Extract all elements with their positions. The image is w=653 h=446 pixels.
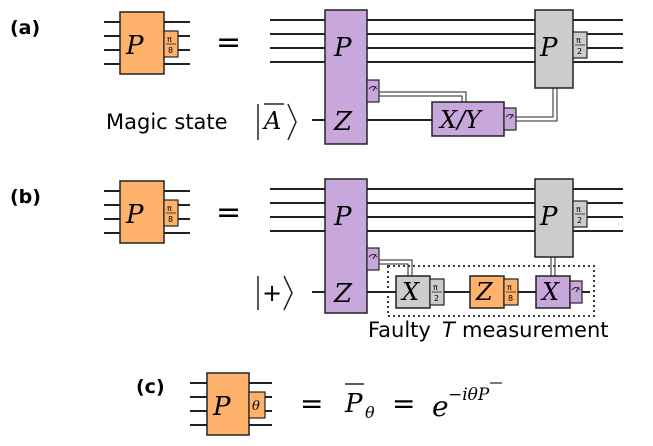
pi8-num: π <box>167 35 172 44</box>
p-label-purple-b: P <box>333 202 352 232</box>
p-label: P <box>212 392 231 422</box>
rhs-circuit-a: P Z X/Y P π 2 <box>270 9 623 145</box>
lhs-rotation-a: P π 8 <box>104 11 190 75</box>
p-label-purple-a: P <box>333 33 352 63</box>
rhs-circuit-b: P Z X π 2 Z π 8 X P <box>270 178 623 317</box>
p-pi2-correction-a <box>534 9 574 89</box>
magic-state-text: Magic state <box>106 110 228 134</box>
magic-state-ket: A <box>257 103 297 141</box>
p-label: P <box>125 31 144 61</box>
panel-b-label: (b) <box>10 186 41 208</box>
x-label-purple: X <box>540 278 560 306</box>
a-bar-label: A <box>262 107 281 135</box>
faulty-caption-prefix: Faulty <box>368 318 431 342</box>
exponential: e −iθP <box>432 382 502 423</box>
equals-sign-a: = <box>216 25 241 60</box>
panel-a-label: (a) <box>10 17 40 39</box>
pz-measurement-block-b <box>324 178 368 314</box>
pi2-den: 2 <box>577 47 582 56</box>
p-label-gray-a: P <box>539 33 558 63</box>
pbar-sub: θ <box>365 403 375 422</box>
pi8-num: π <box>167 204 172 213</box>
p-label-gray-b: P <box>539 202 558 232</box>
pi8-den: 8 <box>508 294 513 303</box>
z-label-orange: Z <box>475 278 494 306</box>
x-label-gray: X <box>400 278 420 306</box>
equals-sign-c2: = <box>392 387 415 420</box>
equals-sign-b: = <box>216 195 241 230</box>
pi2-den: 2 <box>577 216 582 225</box>
exp-power: −iθP <box>448 385 490 405</box>
theta-label: θ <box>252 399 260 414</box>
p-label: P <box>125 200 144 230</box>
lhs-rotation-b: P π 8 <box>104 180 190 244</box>
plus-state-ket: + <box>257 275 293 311</box>
pz-measurement-block-a <box>324 9 368 145</box>
faulty-caption-suffix: measurement <box>462 318 609 342</box>
pbar-theta: P θ <box>344 383 375 422</box>
faulty-t-measurement-box <box>387 265 595 317</box>
pi8-den: 8 <box>168 46 173 55</box>
plus-label: + <box>262 279 282 307</box>
pi8-num: π <box>507 283 512 292</box>
pi2-den: 2 <box>434 294 439 303</box>
z-label-a: Z <box>333 107 353 137</box>
xy-label: X/Y <box>438 106 483 134</box>
z-label-b: Z <box>333 279 353 309</box>
pi2-num: π <box>576 205 581 214</box>
pbar-base: P <box>344 389 363 419</box>
equals-sign-c1: = <box>300 387 323 420</box>
theta-box <box>248 391 266 419</box>
p-pi2-correction-b <box>534 178 574 258</box>
x-pi2-block <box>395 275 431 309</box>
p-pi8-block-a <box>119 11 165 75</box>
pi2-num: π <box>576 36 581 45</box>
panel-c-label: (c) <box>136 376 165 398</box>
exp-base: e <box>432 390 449 423</box>
theta-rotation-block: P θ <box>190 372 272 436</box>
pi2-num: π <box>433 283 438 292</box>
p-pi8-block-b <box>119 180 165 244</box>
faulty-caption-t: T <box>442 318 457 342</box>
pi8-den: 8 <box>168 215 173 224</box>
